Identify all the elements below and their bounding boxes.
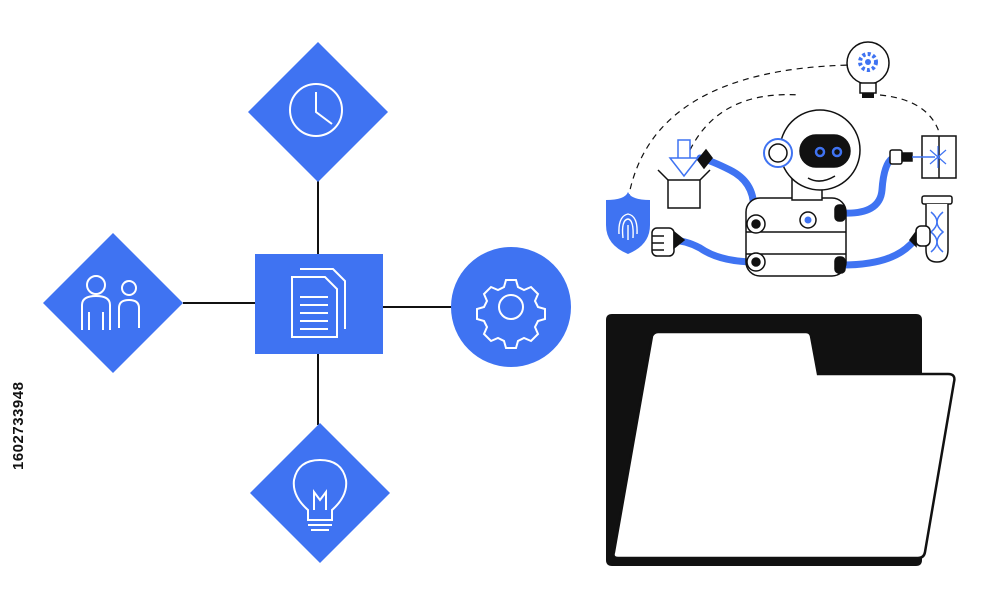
gear-node: [451, 247, 571, 367]
robot-hand-left: [651, 227, 686, 257]
robot-head: [763, 109, 861, 201]
stock-id-watermark: 1602733948: [10, 381, 27, 470]
dashed-arc-inner: [689, 94, 801, 151]
dna-flask-icon: [909, 195, 953, 263]
lightbulb-node: [250, 423, 390, 563]
dashed-arc-outer: [627, 64, 851, 201]
folder-icon: [606, 314, 956, 566]
connector-lines: [183, 180, 455, 425]
documents-node: [255, 254, 383, 354]
users-icon: [81, 275, 140, 330]
users-node: [43, 233, 183, 373]
lightbulb-gear-icon: [846, 41, 890, 98]
documents-icon: [291, 268, 346, 338]
dashed-arc-right: [879, 94, 941, 136]
robot-body: [745, 197, 847, 277]
clock-node: [248, 42, 388, 182]
clock-icon: [289, 83, 343, 137]
robot-scene: [606, 41, 957, 277]
laser-panel-icon: [889, 135, 957, 179]
shield-fingerprint-icon: [606, 192, 650, 254]
download-box-icon: [657, 139, 713, 209]
gear-icon: [476, 279, 546, 349]
lightbulb-icon: [292, 458, 348, 531]
